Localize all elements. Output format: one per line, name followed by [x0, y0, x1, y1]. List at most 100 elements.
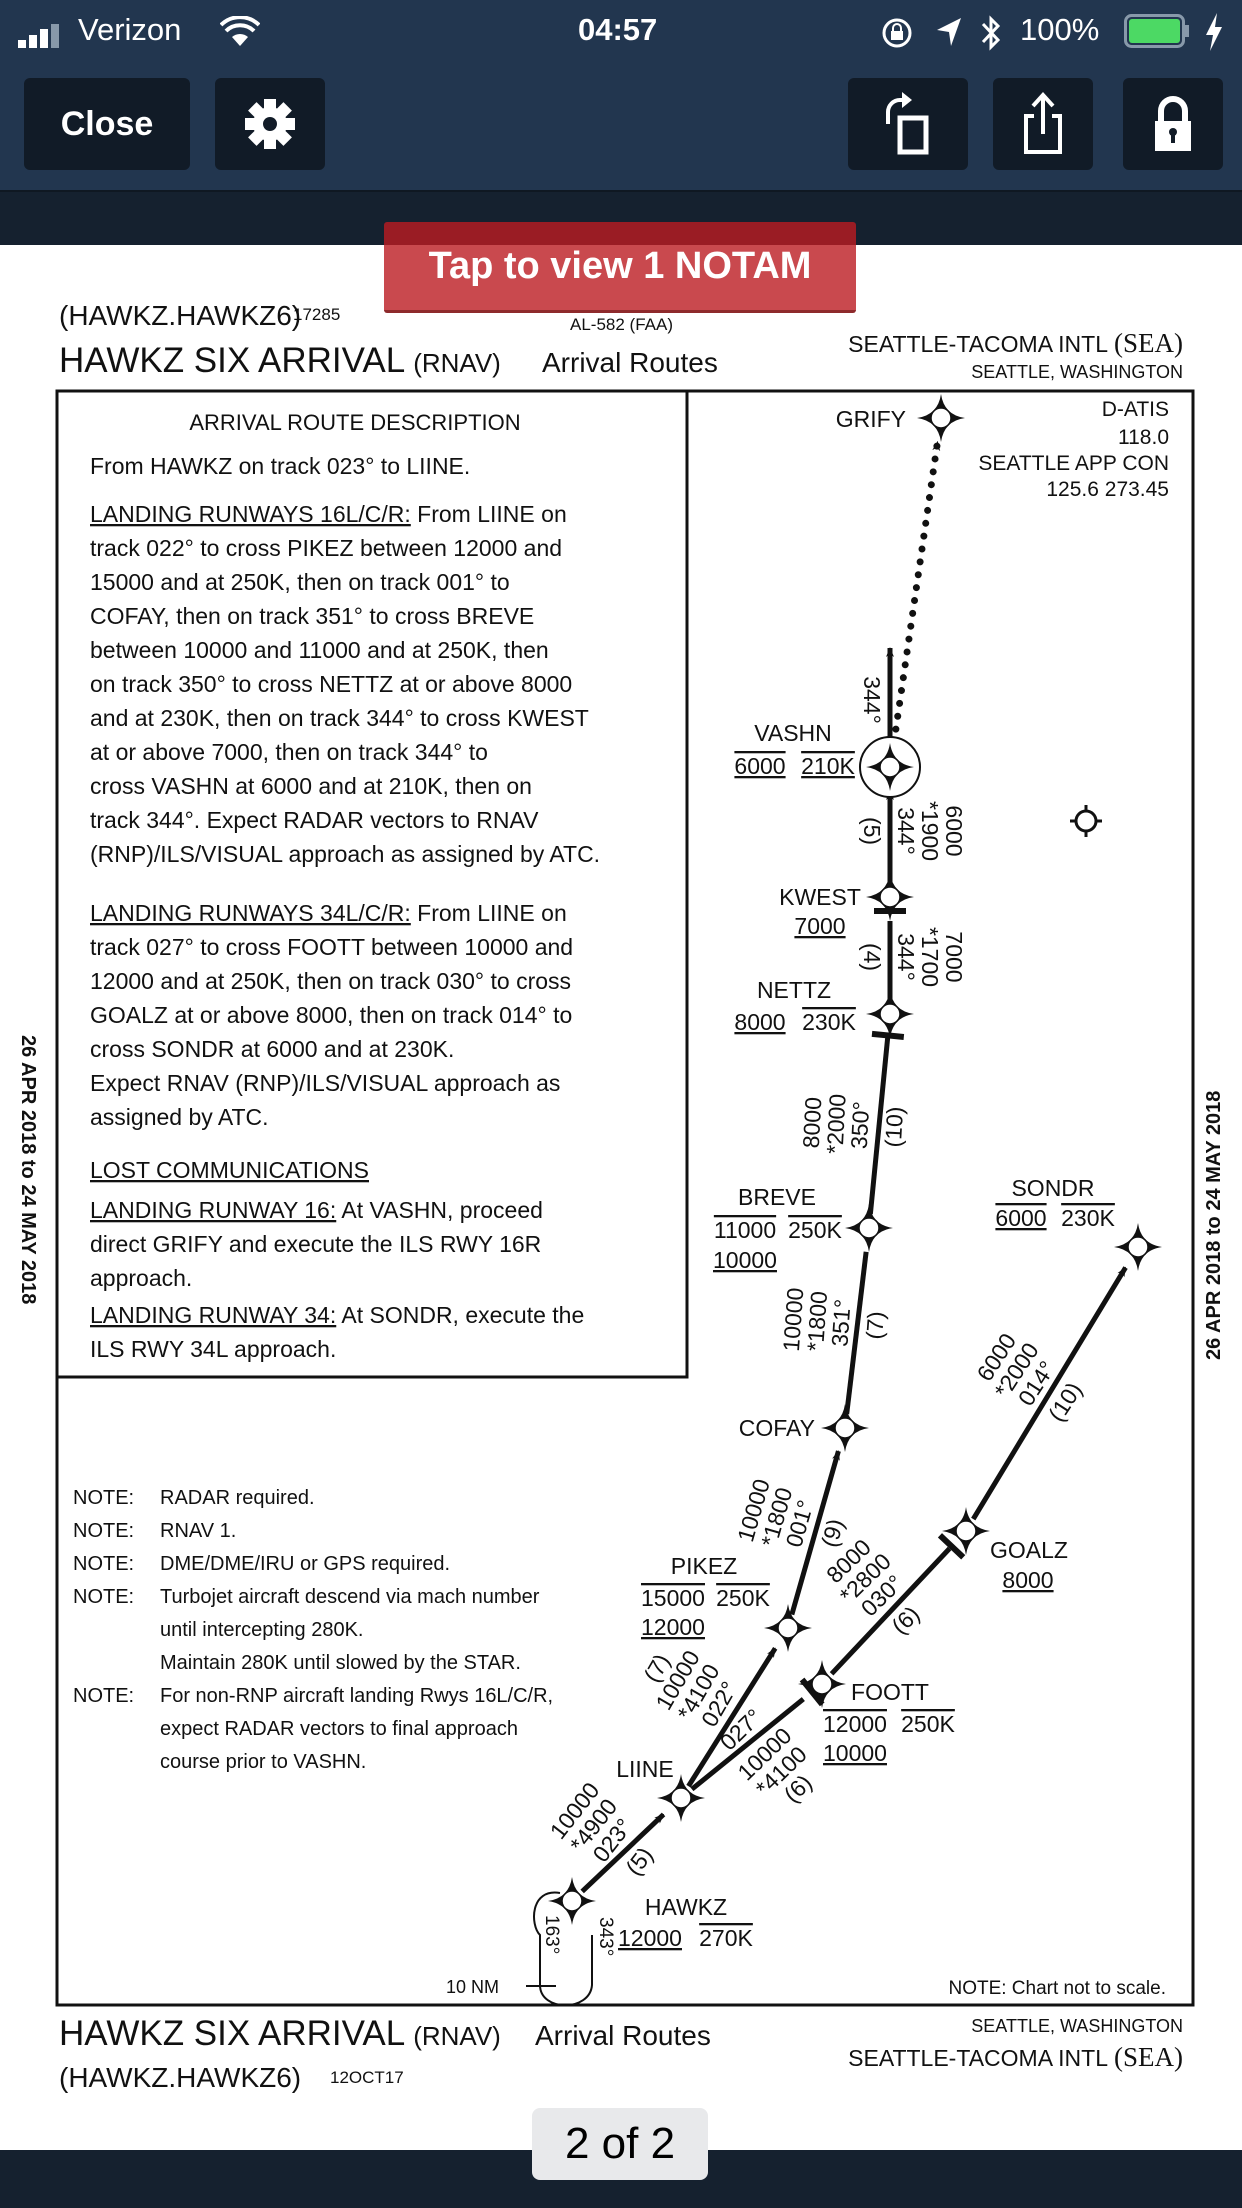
approach-control-frequencies: 125.6 273.45 [1046, 478, 1169, 501]
waypoint-cofay[interactable]: COFAY [739, 1403, 870, 1453]
close-button[interactable]: Close [24, 78, 190, 170]
battery-percent: 100% [1020, 12, 1100, 47]
lost-comm-runway-34-line: ILS RWY 34L approach. [90, 1336, 336, 1362]
altitude-speed-restriction: 6000 [995, 1205, 1046, 1231]
waypoint-name: LIINE [616, 1756, 674, 1782]
chart-notes: NOTE: RADAR required. NOTE: RNAV 1. NOTE: DME… [73, 1487, 553, 1773]
lock-icon [1155, 96, 1191, 151]
runway-16-description-line: 15000 and at 250K, then on track 001° to [90, 569, 510, 595]
toolbar-strip [0, 190, 1242, 247]
approach-control-label: SEATTLE APP CON [978, 452, 1169, 475]
chart-footer: HAWKZ SIX ARRIVAL(RNAV) Arrival Routes (… [59, 2014, 1183, 2093]
waypoint-name: COFAY [739, 1415, 815, 1441]
runway-16-description-line: on track 350° to cross NETTZ at or above… [90, 671, 572, 697]
waypoint-goalz[interactable]: GOALZ 8000 [941, 1506, 1068, 1593]
notam-banner[interactable]: Tap to view 1 NOTAM [384, 222, 856, 313]
note-label: NOTE: [73, 1586, 134, 1608]
share-icon [1024, 92, 1062, 154]
airport-city: SEATTLE, WASHINGTON [971, 362, 1183, 382]
route-lines [580, 438, 1128, 1894]
lost-comm-runway-16-heading-line: LANDING RUNWAY 16: At VASHN, proceed [90, 1197, 543, 1223]
scale-note: NOTE: Chart not to scale. [948, 1978, 1166, 1999]
rotate-button[interactable] [848, 78, 968, 170]
description-box [55, 389, 689, 1379]
waypoint-liine[interactable]: LIINE [616, 1756, 706, 1823]
leg-restriction: 344° [893, 807, 919, 855]
share-button[interactable] [993, 78, 1093, 170]
waypoint-name: GRIFY [836, 406, 906, 432]
altitude-speed-restriction: 8000 [1002, 1567, 1053, 1593]
leg-restriction: *1800 [802, 1290, 832, 1352]
runway-34-description-line: track 027° to cross FOOTT between 10000 … [90, 934, 573, 960]
leg-distance: (4) [859, 943, 885, 971]
note-text: Maintain 280K until slowed by the STAR. [160, 1652, 521, 1674]
runway-34-description-line: assigned by ATC. [90, 1104, 269, 1130]
note-text: expect RADAR vectors to final approach [160, 1718, 518, 1740]
runway-16-description-heading-line: LANDING RUNWAYS 16L/C/R: From LIINE on [90, 501, 567, 527]
note-label: NOTE: [73, 1520, 134, 1542]
waypoint-name: GOALZ [990, 1537, 1068, 1563]
lost-comm-route [890, 438, 942, 746]
footer-city: SEATTLE, WASHINGTON [971, 2016, 1183, 2036]
lost-comm-runway-16-line: approach. [90, 1265, 192, 1291]
wifi-icon [220, 16, 260, 46]
waypoint-grify[interactable]: GRIFY [836, 393, 966, 443]
altitude-speed-restriction: 230K [1061, 1205, 1115, 1231]
note-text: DME/DME/IRU or GPS required. [160, 1553, 450, 1575]
altitude-speed-restriction: 10000 [713, 1247, 777, 1273]
holding-pattern: 10 NM 163° 343° [446, 1891, 616, 2007]
procedure-number: 17285 [293, 305, 340, 324]
route-segment [971, 1266, 1128, 1521]
altitude-speed-restriction: 12000 [823, 1711, 887, 1737]
altitude-speed-restriction: 250K [788, 1217, 842, 1243]
leg-restriction: 350° [846, 1101, 874, 1150]
arrival-chart[interactable]: (HAWKZ.HAWKZ6) 17285 AL-582 (FAA) HAWKZ … [0, 0, 1242, 2150]
altitude-speed-restriction: 250K [716, 1585, 770, 1611]
carrier-label: Verizon [78, 12, 182, 47]
altitude-speed-restriction: 10000 [823, 1740, 887, 1766]
route-segment [844, 1251, 869, 1415]
waypoint-name: HAWKZ [645, 1894, 727, 1920]
runway-16-description-line: between 10000 and 11000 and at 250K, the… [90, 637, 549, 663]
runway-34-description-line: 12000 and at 250K, then on track 030° to… [90, 968, 571, 994]
altitude-speed-restriction: 210K [801, 753, 855, 779]
waypoint-name: PIKEZ [671, 1553, 737, 1579]
settings-button[interactable] [215, 78, 325, 170]
runway-16-description-line: COFAY, then on track 351° to cross BREVE [90, 603, 534, 629]
charging-icon [1206, 13, 1222, 51]
lost-comm-runway-16-line: direct GRIFY and execute the ILS RWY 16R [90, 1231, 541, 1257]
lock-button[interactable] [1123, 78, 1223, 170]
altitude-speed-restriction: 250K [901, 1711, 955, 1737]
note-text: RADAR required. [160, 1487, 315, 1509]
route-segment [867, 1037, 891, 1215]
leg-restriction: 7000 [941, 931, 967, 982]
leg-restriction: *2000 [821, 1093, 850, 1154]
note-label: NOTE: [73, 1487, 134, 1509]
note-label: NOTE: [73, 1553, 134, 1575]
route-segment [686, 1646, 778, 1788]
rotation-lock-icon [882, 18, 912, 48]
rotate-icon [886, 92, 929, 155]
comm-frequencies: D-ATIS 118.0 SEATTLE APP CON 125.6 273.4… [978, 398, 1169, 501]
altitude-speed-restriction: 270K [699, 1925, 753, 1951]
description-title: ARRIVAL ROUTE DESCRIPTION [189, 410, 520, 435]
chart-page [0, 245, 1242, 2150]
airport-name: SEATTLE-TACOMA INTL(SEA) [848, 328, 1183, 358]
note-text: RNAV 1. [160, 1520, 236, 1542]
route-segment [829, 1546, 952, 1676]
runway-16-description-line: at or above 7000, then on track 344° to [90, 739, 488, 765]
